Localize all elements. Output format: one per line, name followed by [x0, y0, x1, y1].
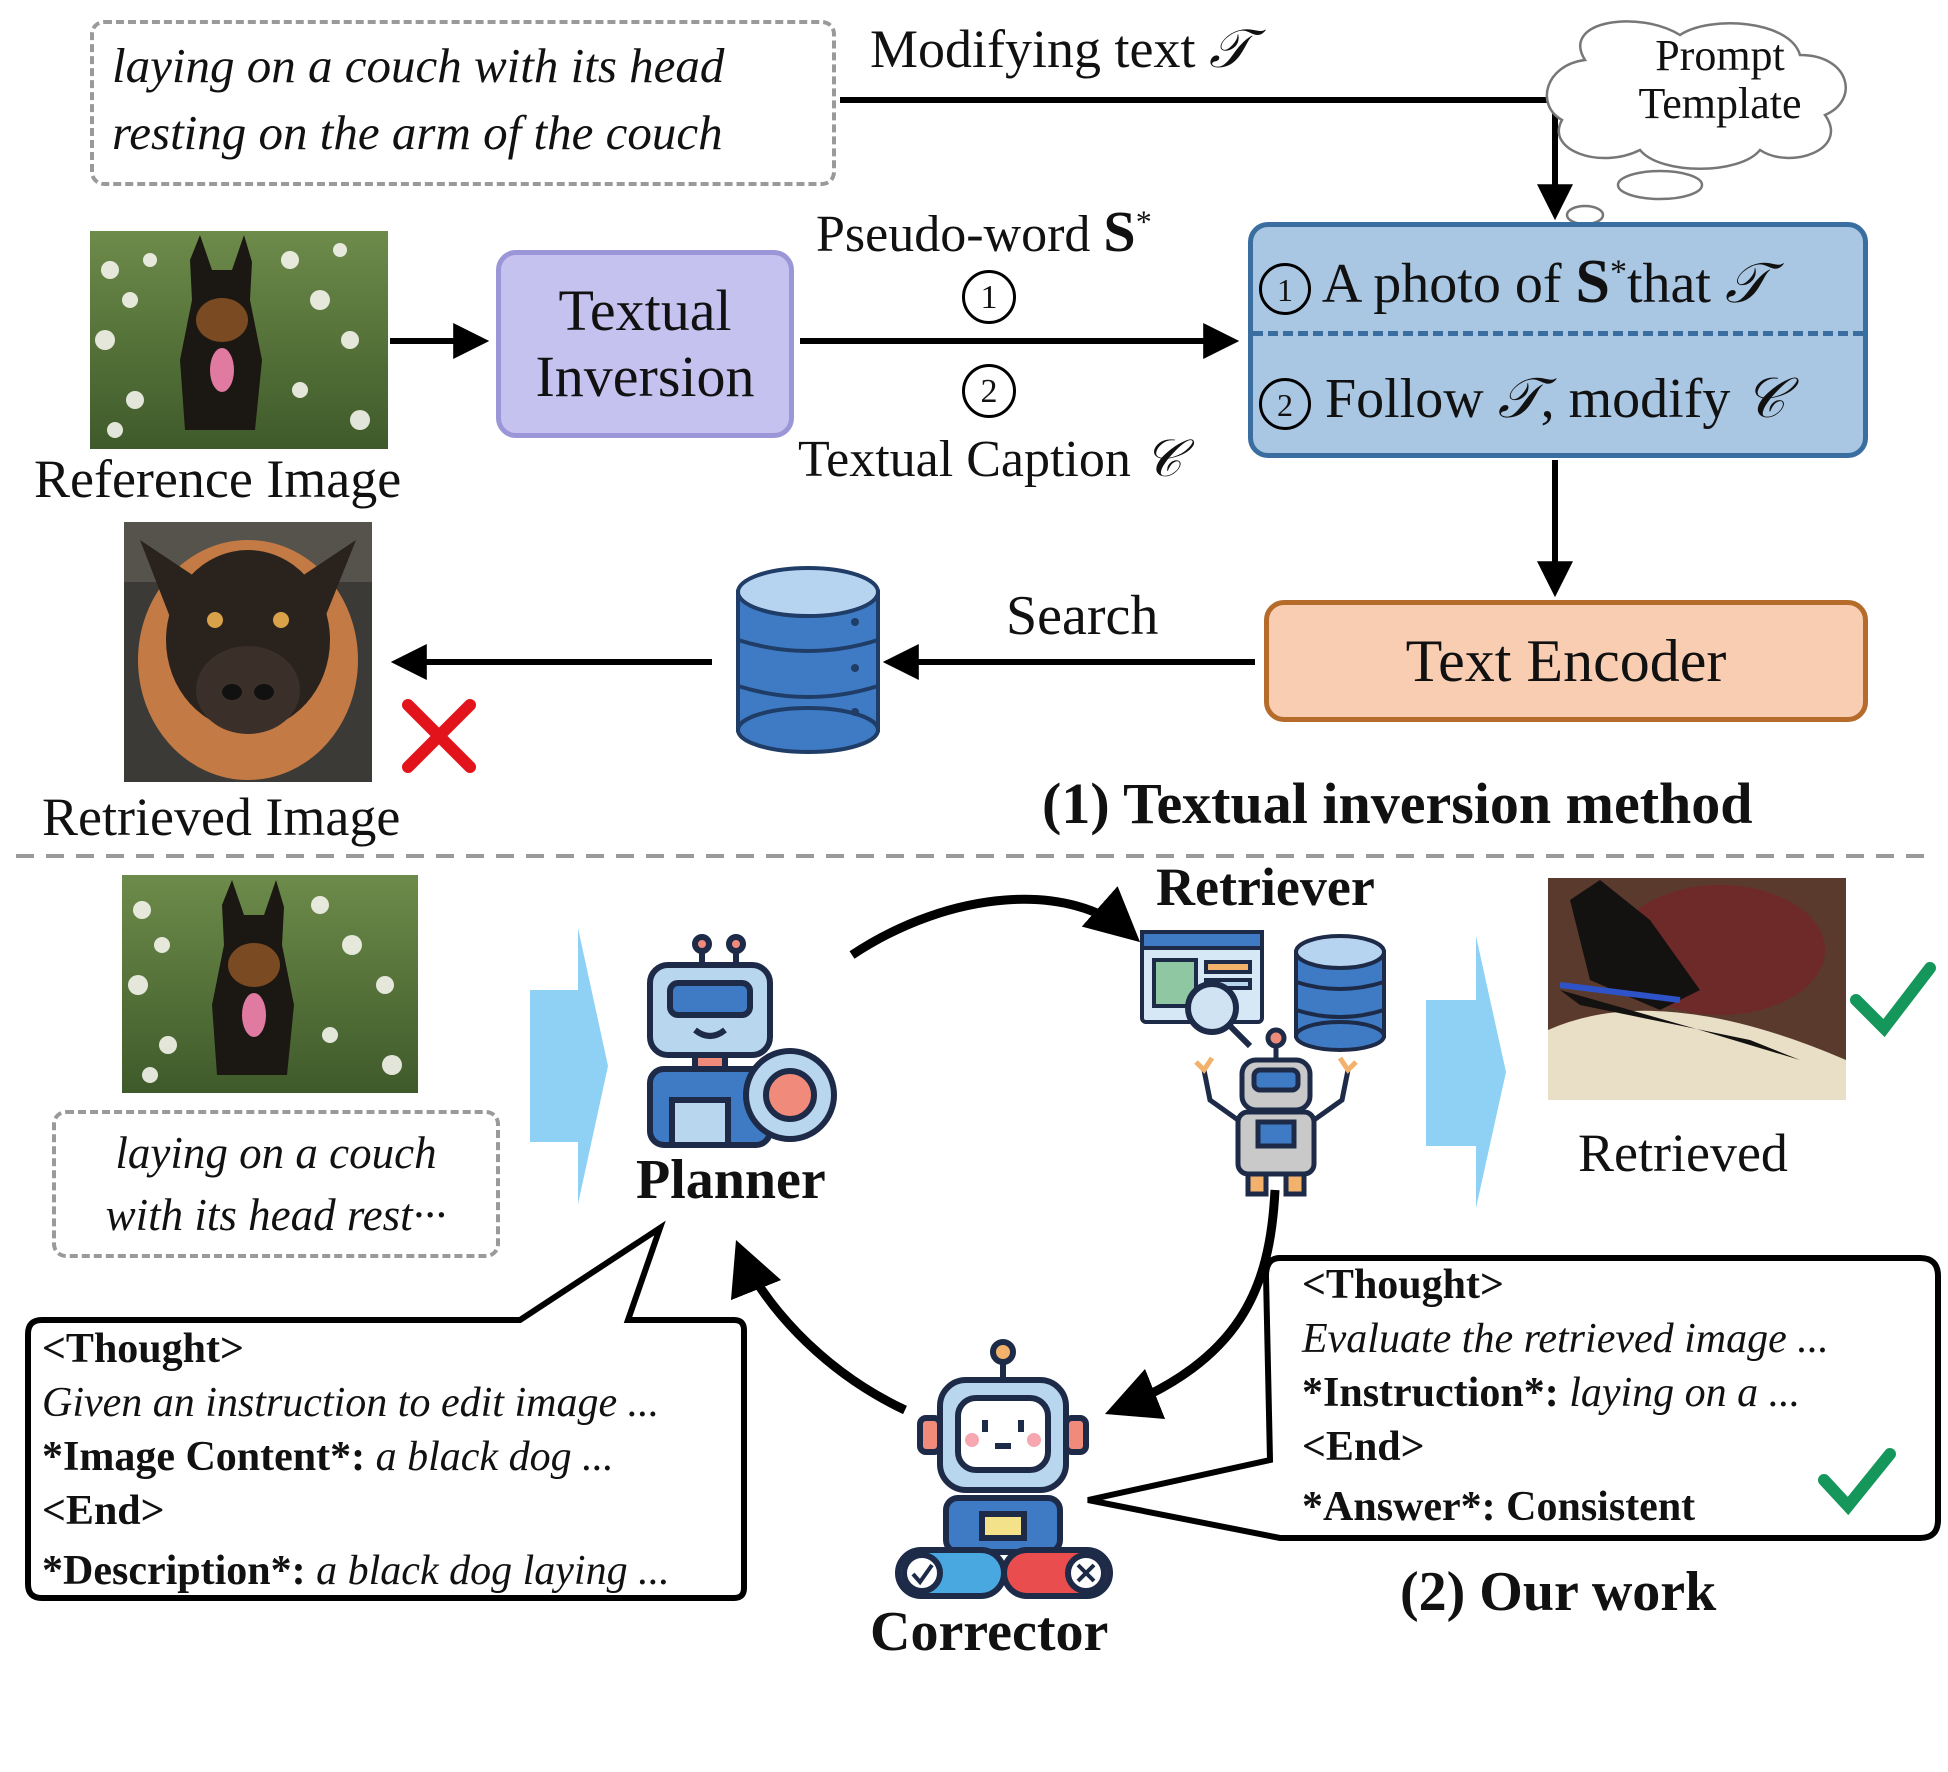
- pseudo-word-symbol: S: [1103, 199, 1136, 264]
- prompt-option-2-mid: , modify: [1540, 368, 1731, 430]
- search-label: Search: [1006, 585, 1159, 647]
- planner-bubble-line-5: *Description*: a black dog laying ...: [42, 1544, 732, 1598]
- textual-inversion-line-2: Inversion: [535, 344, 755, 409]
- planner-label: Planner: [636, 1149, 826, 1211]
- step-1-marker: 1: [962, 270, 1016, 324]
- prompt-option-1-mid: that: [1626, 253, 1711, 315]
- corrector-robot-icon: [895, 1339, 1113, 1599]
- textual-inversion-box: Textual Inversion: [496, 250, 794, 438]
- section-2-title: (2) Our work: [1400, 1561, 1717, 1623]
- step-2-marker: 2: [962, 364, 1016, 418]
- pseudo-word-label-group: Pseudo-word S*: [816, 199, 1152, 264]
- caption-symbol: 𝒞: [1143, 431, 1182, 488]
- text-encoder-box: Text Encoder: [1264, 600, 1868, 722]
- prompt-option-1-prefix: A photo of: [1321, 253, 1562, 315]
- prompt-template-line-2: Template: [1638, 79, 1802, 128]
- corrector-label: Corrector: [870, 1601, 1109, 1663]
- prompt-template-label: Prompt Template: [1600, 32, 1840, 128]
- prompt-option-1-pseudo-word: S: [1575, 248, 1610, 316]
- reference-image-bottom: [122, 875, 418, 1093]
- planner-bubble-line-5-key: *Description*:: [42, 1548, 306, 1594]
- modifying-text-symbol: 𝒯: [1208, 19, 1251, 79]
- retriever-to-corrector-arrow: [1104, 1189, 1280, 1420]
- textual-caption-label: Textual Caption: [798, 431, 1131, 488]
- reference-image: [90, 231, 388, 449]
- prompt-template-box: 1 A photo of S*that 𝒯 2 Follow 𝒯, modify…: [1248, 222, 1868, 458]
- planner-bubble-line-3: *Image Content*: a black dog ...: [42, 1430, 732, 1484]
- flow-arrow-left: [530, 928, 608, 1204]
- bottom-query-line-2: with its head rest···: [105, 1190, 447, 1240]
- modifying-text-label: Modifying text: [870, 19, 1196, 79]
- modifying-text-arrow: [840, 97, 1573, 221]
- prompt-option-2-prefix: Follow: [1325, 368, 1484, 430]
- bottom-query-box: laying on a couch with its head rest···: [52, 1110, 500, 1258]
- planner-bubble-shape: [25, 1220, 747, 1601]
- pseudo-word-label: Pseudo-word: [816, 206, 1091, 263]
- reference-image-label: Reference Image: [34, 449, 402, 509]
- prompt-option-2-caption: 𝒞: [1744, 368, 1786, 430]
- retriever-label: Retriever: [1156, 857, 1375, 917]
- text-encoder-label: Text Encoder: [1405, 627, 1727, 694]
- prompt-option-2-symbol: 𝒯: [1497, 368, 1541, 430]
- planner-bubble-line-2: Given an instruction to edit image ...: [42, 1380, 660, 1426]
- planner-bubble-line-5-value: a black dog laying ...: [305, 1548, 670, 1594]
- corrector-bubble-line-5-key: *Answer*:: [1302, 1484, 1496, 1530]
- retrieved-image-correct: [1548, 878, 1846, 1100]
- retrieved-label: Retrieved: [1578, 1123, 1788, 1183]
- correct-check-icon-bottom: [1818, 1448, 1896, 1516]
- modifying-text-query-box: laying on a couch with its head resting …: [90, 20, 836, 186]
- prompt-option-2-marker: 2: [1259, 378, 1311, 431]
- bottom-query-line-1: laying on a couch: [115, 1128, 437, 1178]
- retrieved-image-wrong: [124, 522, 372, 782]
- correct-check-icon-top: [1850, 962, 1936, 1038]
- prompt-option-1: 1 A photo of S*that 𝒯: [1259, 247, 1859, 318]
- prompt-template-line-1: Prompt: [1655, 31, 1785, 80]
- textual-caption-label-group: Textual Caption 𝒞: [798, 430, 1182, 490]
- corrector-bubble-line-1: <Thought>: [1302, 1262, 1504, 1308]
- planner-bubble-line-4: <End>: [42, 1488, 165, 1534]
- planner-to-retriever-arrow: [849, 886, 1141, 959]
- planner-bubble-line-3-value: a black dog ...: [365, 1434, 614, 1480]
- corrector-to-planner-arrow: [731, 1239, 907, 1415]
- section-1-title: (1) Textual inversion method: [1042, 771, 1753, 836]
- corrector-bubble-shape: [1087, 1255, 1941, 1541]
- retrieved-image-label: Retrieved Image: [42, 787, 401, 847]
- retriever-database-icon: [1294, 934, 1386, 1052]
- retriever-robot-icon: [1194, 1027, 1358, 1197]
- corrector-bubble-line-2: Evaluate the retrieved image ...: [1302, 1316, 1829, 1362]
- textual-inversion-line-1: Textual: [558, 278, 732, 343]
- corrector-bubble-line-5-value: Consistent: [1495, 1484, 1696, 1530]
- prompt-option-2: 2 Follow 𝒯, modify 𝒞: [1259, 367, 1859, 432]
- corrector-bubble-line-3-key: *Instruction*:: [1302, 1370, 1559, 1416]
- prompt-template-cloud: [1545, 20, 1847, 226]
- prompt-box-divider: [1253, 331, 1863, 336]
- wrong-cross-icon: [402, 699, 476, 773]
- corrector-bubble-text: <Thought> Evaluate the retrieved image .…: [1302, 1258, 1932, 1534]
- step-2-number: 2: [980, 373, 998, 410]
- prompt-option-1-symbol: 𝒯: [1724, 253, 1768, 315]
- corrector-bubble-line-5: *Answer*: Consistent: [1302, 1480, 1932, 1534]
- corrector-bubble-line-3: *Instruction*: laying on a ...: [1302, 1366, 1932, 1420]
- planner-bubble-line-3-key: *Image Content*:: [42, 1434, 366, 1480]
- query-line-2: resting on the arm of the couch: [112, 105, 723, 160]
- database-icon: [736, 566, 880, 754]
- prompt-option-1-marker: 1: [1259, 263, 1311, 316]
- planner-bubble-text: <Thought> Given an instruction to edit i…: [42, 1322, 732, 1598]
- planner-robot-icon: [647, 934, 837, 1148]
- planner-bubble-line-1: <Thought>: [42, 1326, 244, 1372]
- retriever-magnifier-icon: [1185, 981, 1253, 1049]
- modifying-text-label-group: Modifying text 𝒯: [870, 18, 1250, 81]
- corrector-bubble-line-4: <End>: [1302, 1424, 1425, 1470]
- step-1-number: 1: [980, 279, 998, 316]
- query-line-1: laying on a couch with its head: [112, 38, 725, 93]
- corrector-bubble-line-3-value: laying on a ...: [1558, 1370, 1801, 1416]
- flow-arrow-right: [1426, 936, 1506, 1208]
